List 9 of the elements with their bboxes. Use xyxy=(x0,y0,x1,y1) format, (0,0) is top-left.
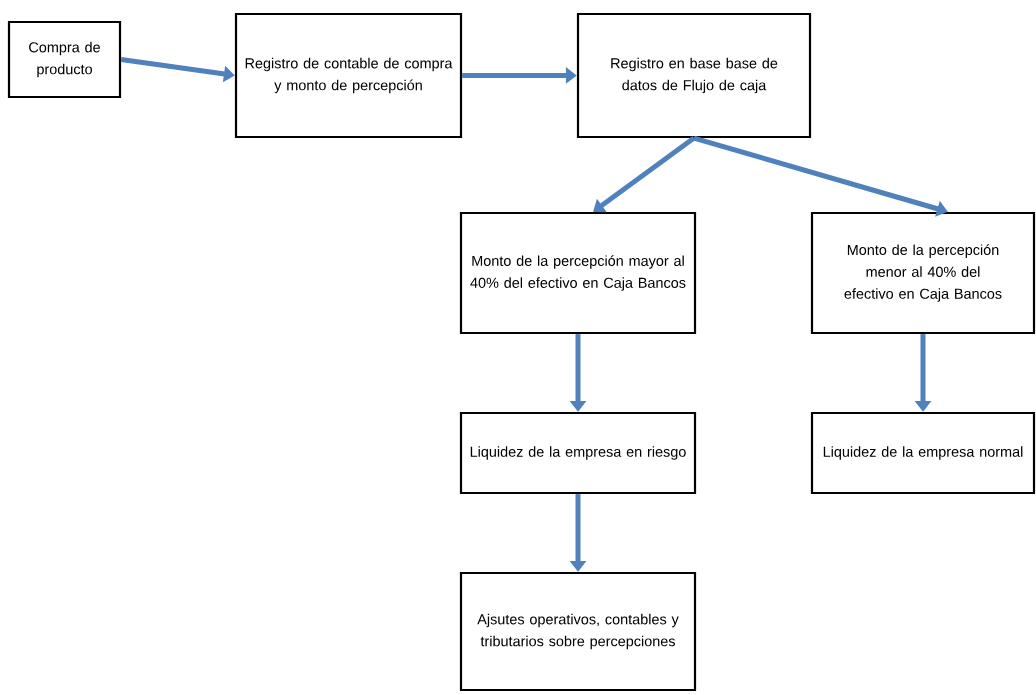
process-box: Registro de contable de compra y monto de percepción xyxy=(234,12,463,139)
process-box: Monto de la percepción menor al 40% del efectivo en Caja Bancos xyxy=(810,211,1036,335)
arrow xyxy=(593,136,696,213)
process-box: Registro en base base de datos de Flujo de caja xyxy=(576,12,812,139)
process-box: Monto de la percepción mayor al 40% del efectivo en Caja Bancos xyxy=(459,211,697,335)
process-box: Ajsutes operativos, contables y tributarios sobre percepciones xyxy=(459,571,697,692)
process-box: Liquidez de la empresa en riesgo xyxy=(459,411,697,495)
process-box: Liquidez de la empresa normal xyxy=(810,411,1036,495)
process-box: Compra de producto xyxy=(7,20,122,99)
